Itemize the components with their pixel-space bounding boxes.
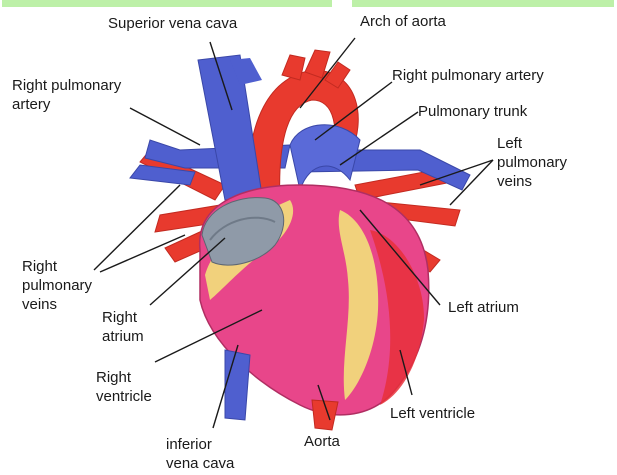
label-left-ventricle: Left ventricle	[390, 404, 475, 423]
label-right-pulmonary-artery-left: Right pulmonaryartery	[12, 76, 121, 114]
pulmonary-trunk	[290, 125, 360, 190]
inferior-vena-cava	[225, 350, 250, 420]
label-right-ventricle: Rightventricle	[96, 368, 152, 406]
label-pulmonary-trunk: Pulmonary trunk	[418, 102, 527, 121]
label-right-pulmonary-veins: Rightpulmonaryveins	[22, 257, 92, 314]
label-superior-vena-cava: Superior vena cava	[108, 14, 237, 33]
label-left-atrium: Left atrium	[448, 298, 519, 317]
label-right-atrium: Rightatrium	[102, 308, 144, 346]
label-arch-of-aorta: Arch of aorta	[360, 12, 446, 31]
label-aorta: Aorta	[304, 432, 340, 451]
label-inferior-vena-cava: inferiorvena cava	[166, 435, 234, 473]
label-right-pulmonary-artery: Right pulmonary artery	[392, 66, 544, 85]
label-left-pulmonary-veins: Leftpulmonaryveins	[497, 134, 567, 191]
